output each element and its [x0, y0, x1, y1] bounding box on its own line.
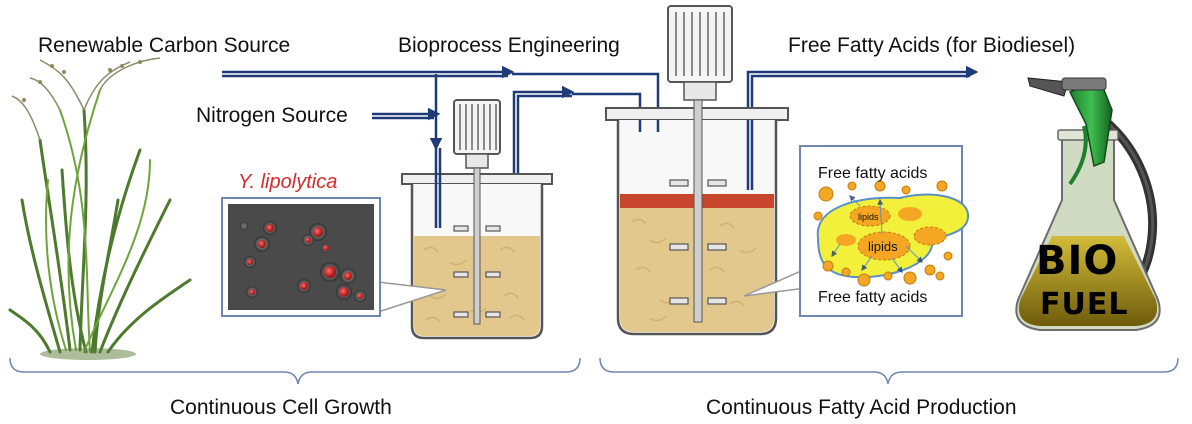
ffa-top-label: Free fatty acids — [818, 165, 927, 182]
lipids-main-label: lipids — [868, 239, 898, 254]
lipid-inset-panel — [743, 145, 970, 317]
ffa-bottom-label: Free fatty acids — [818, 289, 927, 306]
bracket-growth — [9, 357, 581, 385]
micrograph-panel — [221, 197, 447, 317]
nitrogen-label: Nitrogen Source — [196, 104, 348, 127]
fuel-label: FUEL — [1040, 287, 1128, 322]
organism-label: Y. lipolytica — [238, 171, 337, 193]
production-bioreactor — [605, 5, 789, 336]
bioprocess-label: Bioprocess Engineering — [398, 34, 620, 57]
yeast-cells-icon — [240, 221, 366, 302]
ffa-biodiesel-label: Free Fatty Acids (for Biodiesel) — [788, 34, 1075, 57]
stage-growth-label: Continuous Cell Growth — [170, 396, 392, 419]
carbon-feed-line — [222, 65, 660, 151]
stage-production-label: Continuous Fatty Acid Production — [706, 396, 1017, 419]
nitrogen-feed-line — [372, 107, 441, 121]
bracket-production — [599, 357, 1179, 385]
biofuel-flask-icon: BIO FUEL — [1015, 77, 1161, 331]
renewable-carbon-label: Renewable Carbon Source — [38, 34, 290, 57]
growth-bioreactor — [401, 99, 553, 340]
grass-plant-icon — [8, 57, 192, 360]
lipids-small-label: lipids — [858, 212, 879, 222]
bio-label: BIO — [1036, 238, 1118, 284]
